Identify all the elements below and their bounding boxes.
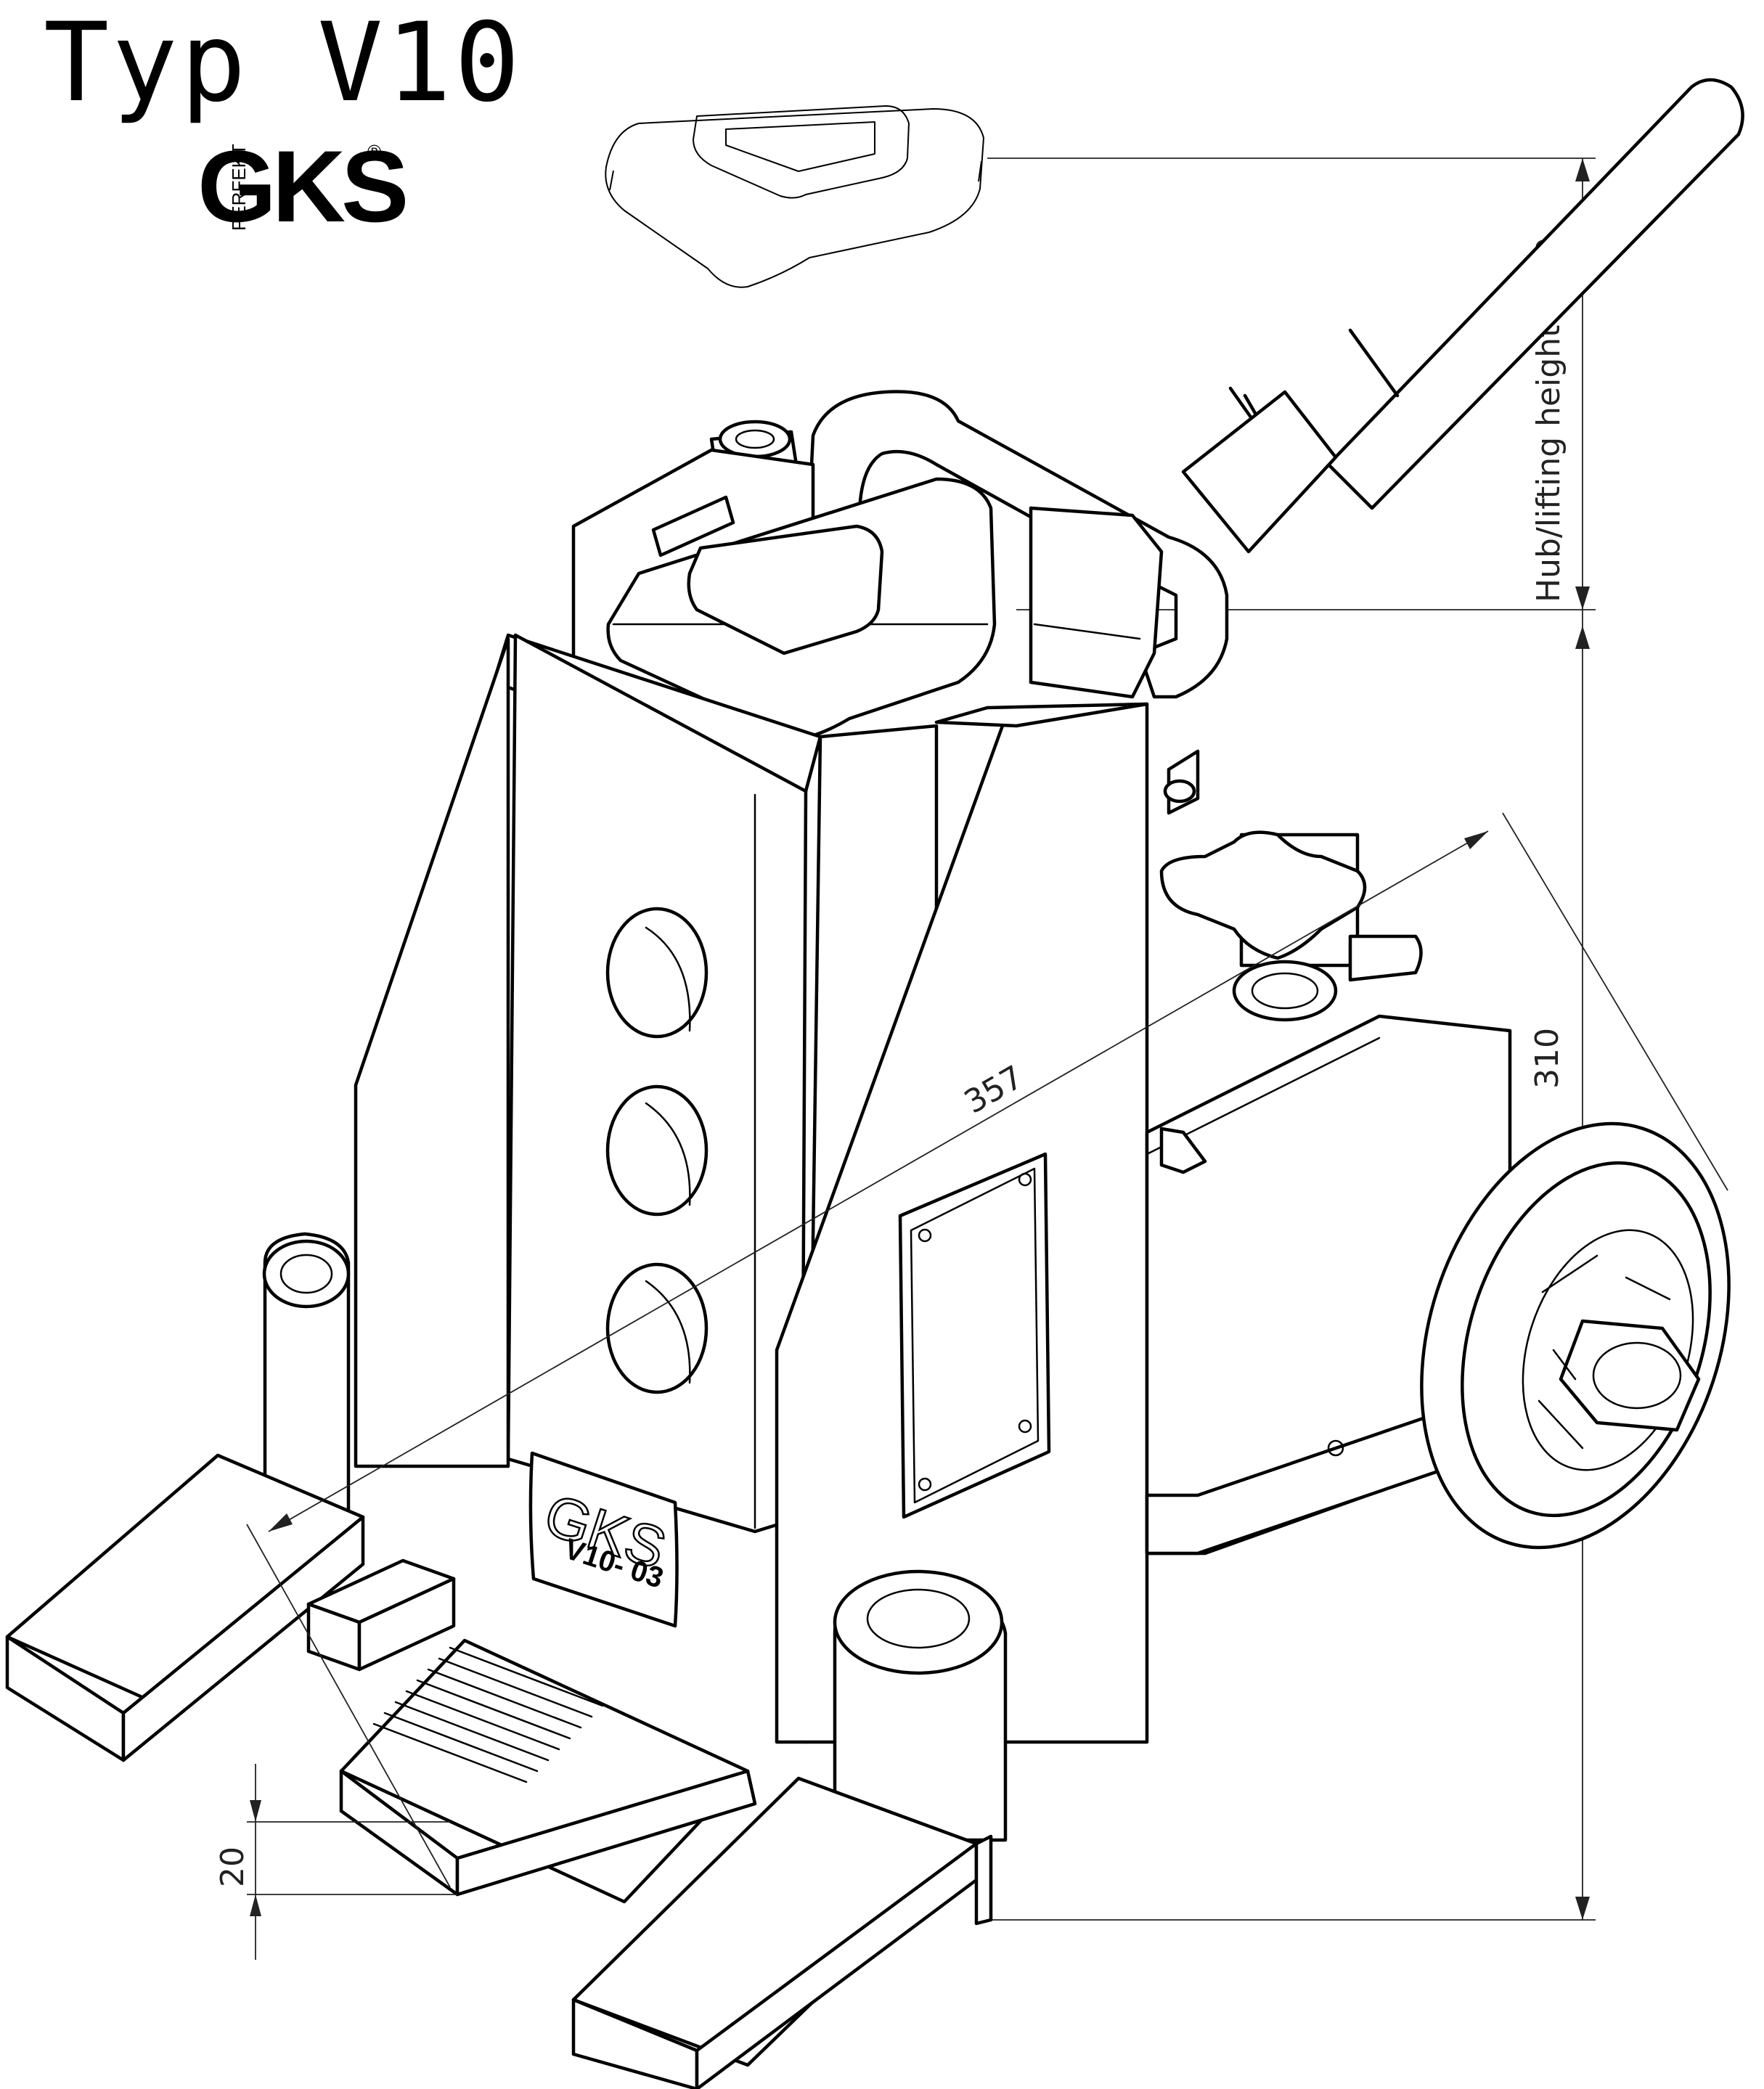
- handle-bar: [1181, 78, 1744, 554]
- toe-height-dimension: 20: [214, 1764, 457, 1960]
- title: Typ V10: [44, 0, 523, 126]
- star-knob: [1159, 749, 1423, 1022]
- raised-lifting-cap-ghost: [605, 105, 984, 288]
- model-plate: GKS V10- 03: [528, 1451, 679, 1628]
- serrated-toe: [339, 1638, 757, 1904]
- height-label: 310: [1529, 1028, 1566, 1089]
- toe-holes: [605, 907, 709, 1394]
- gks-logo-subtext: PERFEKT: [228, 144, 250, 231]
- lifting-cap: [606, 477, 997, 743]
- gks-logo-registered: ®: [367, 141, 381, 163]
- side-frame: [775, 702, 1149, 1744]
- right-foot: [571, 1569, 1008, 2089]
- hydraulic-housing: [1145, 1014, 1512, 1555]
- guide-block: [306, 1558, 456, 1672]
- wheel: [1420, 1121, 1731, 1550]
- gks-logo: GKS PERFEKT ®: [197, 129, 409, 243]
- gks-logo-text: GKS: [197, 129, 405, 243]
- left-foot: [5, 1232, 365, 1762]
- toe-height-label: 20: [214, 1847, 251, 1887]
